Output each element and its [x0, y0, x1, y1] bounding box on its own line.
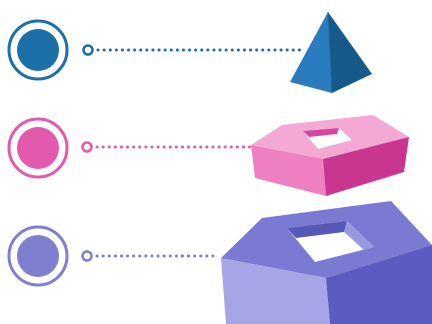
marker-circle-pink [7, 117, 69, 179]
pink-square-frame [251, 115, 409, 196]
row-1 [7, 11, 372, 94]
marker-circle-purple [7, 225, 69, 287]
marker-circle-blue [7, 19, 69, 81]
row-3 [7, 201, 432, 324]
connector-line-purple [81, 250, 220, 262]
pyramid-shape [290, 11, 372, 94]
connector-line-blue [82, 44, 302, 56]
purple-square-frame [221, 201, 432, 324]
connector-line-pink [81, 141, 257, 153]
row-2 [7, 115, 409, 196]
